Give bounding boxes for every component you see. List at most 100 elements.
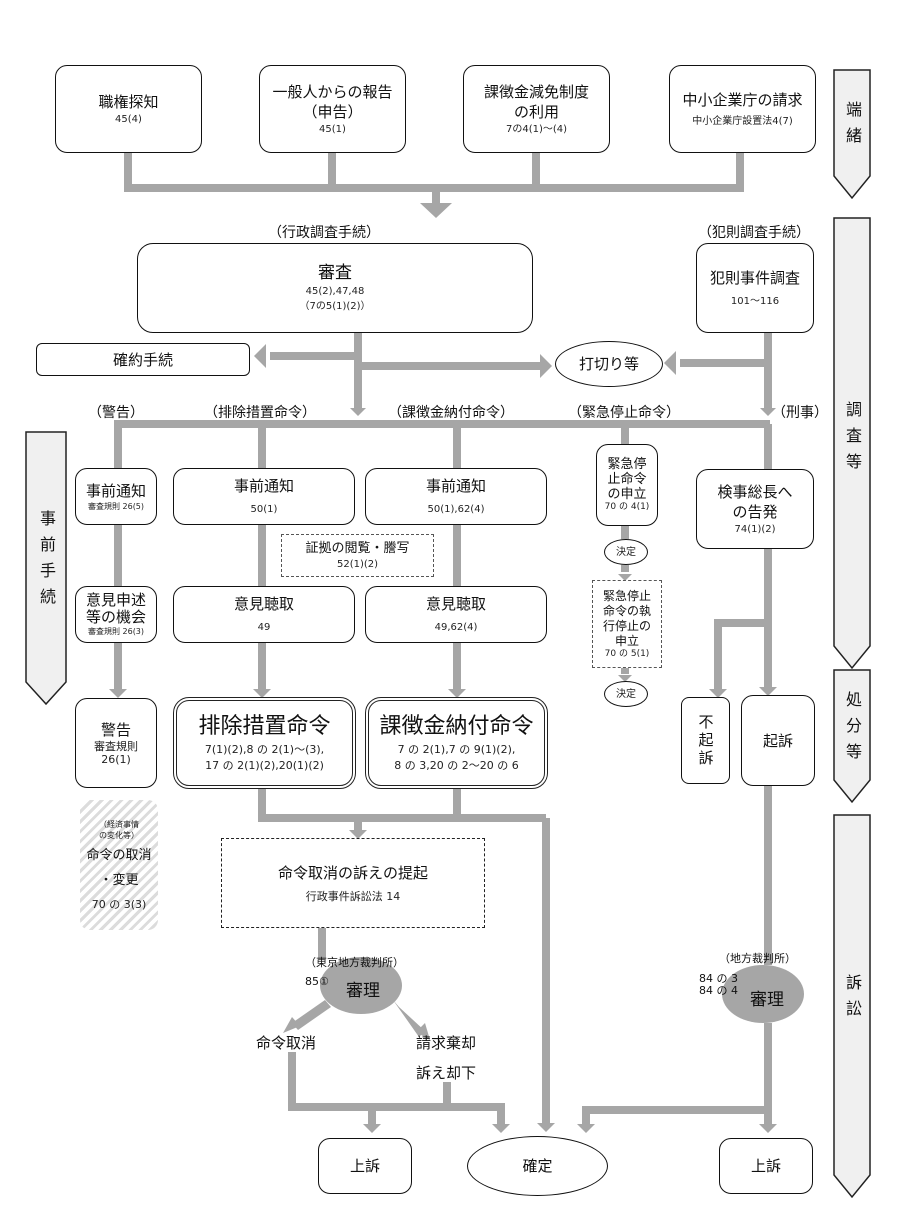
trigger-title: 中小企業庁の請求 [682, 90, 803, 109]
criminal-investigation-box[interactable]: 犯則事件調査 101～116 [696, 243, 814, 333]
stage-label: 事前手続 [37, 510, 56, 614]
finalized-ellipse[interactable]: 確定 [467, 1136, 608, 1196]
connector-segment [258, 525, 266, 586]
stage-tansho: 端緒 [832, 68, 872, 186]
arrow-down-icon [349, 830, 367, 839]
connector-segment [114, 420, 770, 428]
connector-segment [714, 623, 722, 690]
surcharge-hearing-box[interactable]: 意見聴取 49,62(4) [365, 586, 547, 643]
district-court-trial-blob [722, 965, 804, 1023]
connector-segment [621, 565, 629, 572]
tokyo-court-trial-label: 審理 [346, 981, 380, 1001]
order-revocation-box[interactable]: （経済事情 の変化等） 命令の取消 ・変更 70 の 3(3) [80, 800, 158, 930]
trigger-subtitle: の利用 [513, 102, 559, 121]
branch-cease-label: （排除措置命令） [204, 405, 316, 421]
trigger-title: 一般人からの報告 [272, 82, 393, 101]
emergency-decision-2[interactable]: 決定 [604, 681, 648, 707]
branch-criminal-label: （刑事） [772, 405, 828, 421]
trigger-public-report[interactable]: 一般人からの報告 （申告） 45(1) [259, 65, 406, 153]
stage-label: 処分等 [843, 691, 862, 769]
commitment-label: 確約手続 [112, 350, 173, 369]
connector-segment [114, 424, 122, 468]
connector-segment [354, 818, 362, 830]
emergency-petition-line: 緊急停 [607, 457, 647, 472]
warning-notice-title: 事前通知 [85, 482, 146, 500]
prosecution-box[interactable]: 起訴 [741, 695, 815, 786]
connector-segment [258, 643, 266, 690]
evidence-access-ref: 52(1)(2) [336, 558, 379, 570]
evidence-access-box[interactable]: 証拠の閲覧・謄写 52(1)(2) [281, 534, 434, 577]
finalized-label: 確定 [522, 1157, 553, 1175]
trigger-leniency[interactable]: 課徴金減免制度 の利用 7の4(1)～(4) [463, 65, 610, 153]
connector-segment [393, 1000, 425, 1037]
arrow-down-icon [759, 1124, 777, 1133]
cease-notice-box[interactable]: 事前通知 50(1) [173, 468, 355, 525]
accusation-line: の告発 [732, 502, 778, 521]
trigger-title: 職権探知 [98, 92, 159, 111]
accusation-line: 検事総長へ [717, 482, 793, 501]
arrow-left-icon [254, 344, 266, 368]
revocation-title: ・変更 [99, 872, 139, 888]
connector-segment [453, 424, 461, 468]
district-court-ref: 84 の 3 [699, 972, 738, 985]
examination-box[interactable]: 審査 45(2),47,48 （7の5(1)(2)） [137, 243, 533, 333]
appeal-label: 上訴 [750, 1157, 781, 1175]
revocation-title: 命令の取消 [86, 847, 152, 863]
trigger-ex-officio[interactable]: 職権探知 45(4) [55, 65, 202, 153]
cease-notice-ref: 50(1) [250, 504, 278, 515]
warning-result-title: 警告 [100, 721, 131, 739]
examination-title: 審査 [318, 263, 352, 283]
revocation-suit-ref: 行政事件訴訟法 14 [305, 889, 401, 903]
connector-segment [114, 643, 122, 690]
trigger-ref: 45(1) [319, 123, 346, 135]
warning-opinion-title: 等の機会 [85, 608, 146, 626]
connector-segment [453, 525, 461, 586]
warning-result-box[interactable]: 警告 審査規則 26(1) [75, 698, 157, 788]
cease-order-box[interactable]: 排除措置命令 7(1)(2),8 の 2(1)～(3), 17 の 2(1)(2… [173, 697, 356, 789]
termination-ellipse[interactable]: 打切り等 [555, 341, 663, 387]
cease-hearing-box[interactable]: 意見聴取 49 [173, 586, 355, 643]
connector-segment [714, 619, 768, 627]
commitment-procedure-box[interactable]: 確約手続 [36, 343, 250, 376]
appeal-box-right[interactable]: 上訴 [719, 1138, 813, 1194]
surcharge-hearing-title: 意見聴取 [425, 595, 486, 613]
trigger-title: 課徴金減免制度 [483, 82, 589, 101]
arrow-right-icon [540, 354, 552, 378]
arrow-down-icon [109, 689, 127, 698]
connector-segment [270, 352, 358, 360]
warning-result-ref: 26(1) [101, 753, 131, 766]
stage-arrow-tansho [833, 69, 871, 200]
connector-segment [292, 1000, 331, 1030]
revocation-suit-box[interactable]: 命令取消の訴えの提起 行政事件訴訟法 14 [221, 838, 485, 928]
connector-segment [736, 153, 744, 188]
connector-segment [582, 1106, 772, 1114]
warning-opinion-ref: 審査規則 26(3) [87, 627, 145, 636]
revocation-note: （経済事情 [99, 819, 139, 829]
surcharge-order-ref: 8 の 3,20 の 2～20 の 6 [394, 759, 519, 772]
revocation-ref: 70 の 3(3) [91, 897, 147, 911]
emergency-petition-ref: 70 の 4(1) [604, 502, 650, 512]
warning-opinion-box[interactable]: 意見申述 等の機会 審査規則 26(3) [75, 586, 157, 643]
emergency-petition-line: の申立 [607, 487, 647, 502]
connector-segment [621, 424, 629, 444]
accusation-box[interactable]: 検事総長へ の告発 74(1)(2) [696, 469, 814, 549]
connector-segment [288, 1103, 505, 1111]
criminal-investigation-header: （犯則調査手続） [698, 225, 810, 241]
connector-segment [764, 786, 772, 965]
trigger-sme-agency[interactable]: 中小企業庁の請求 中小企業庁設置法4(7) [669, 65, 816, 153]
surcharge-notice-box[interactable]: 事前通知 50(1),62(4) [365, 468, 547, 525]
termination-label: 打切り等 [578, 355, 639, 373]
emergency-decision-1[interactable]: 決定 [604, 539, 648, 565]
surcharge-order-box[interactable]: 課徴金納付命令 7 の 2(1),7 の 9(1)(2), 8 の 3,20 の… [365, 697, 548, 789]
connector-segment [532, 153, 540, 188]
warning-notice-box[interactable]: 事前通知 審査規則 26(5) [75, 468, 157, 525]
arrow-down-icon [759, 687, 777, 696]
arrow-down-icon [416, 1023, 430, 1040]
revocation-note: の変化等） [99, 830, 139, 840]
no-prosecution-box[interactable]: 不起訴 [681, 697, 730, 784]
emergency-petition-box[interactable]: 緊急停 止命令 の申立 70 の 4(1) [596, 444, 658, 526]
appeal-box-left[interactable]: 上訴 [318, 1138, 412, 1194]
emergency-stay-box[interactable]: 緊急停止 命令の執 行停止の 申立 70 の 5(1) [592, 580, 662, 668]
arrow-down-icon [577, 1124, 595, 1133]
connector-segment [764, 333, 772, 408]
